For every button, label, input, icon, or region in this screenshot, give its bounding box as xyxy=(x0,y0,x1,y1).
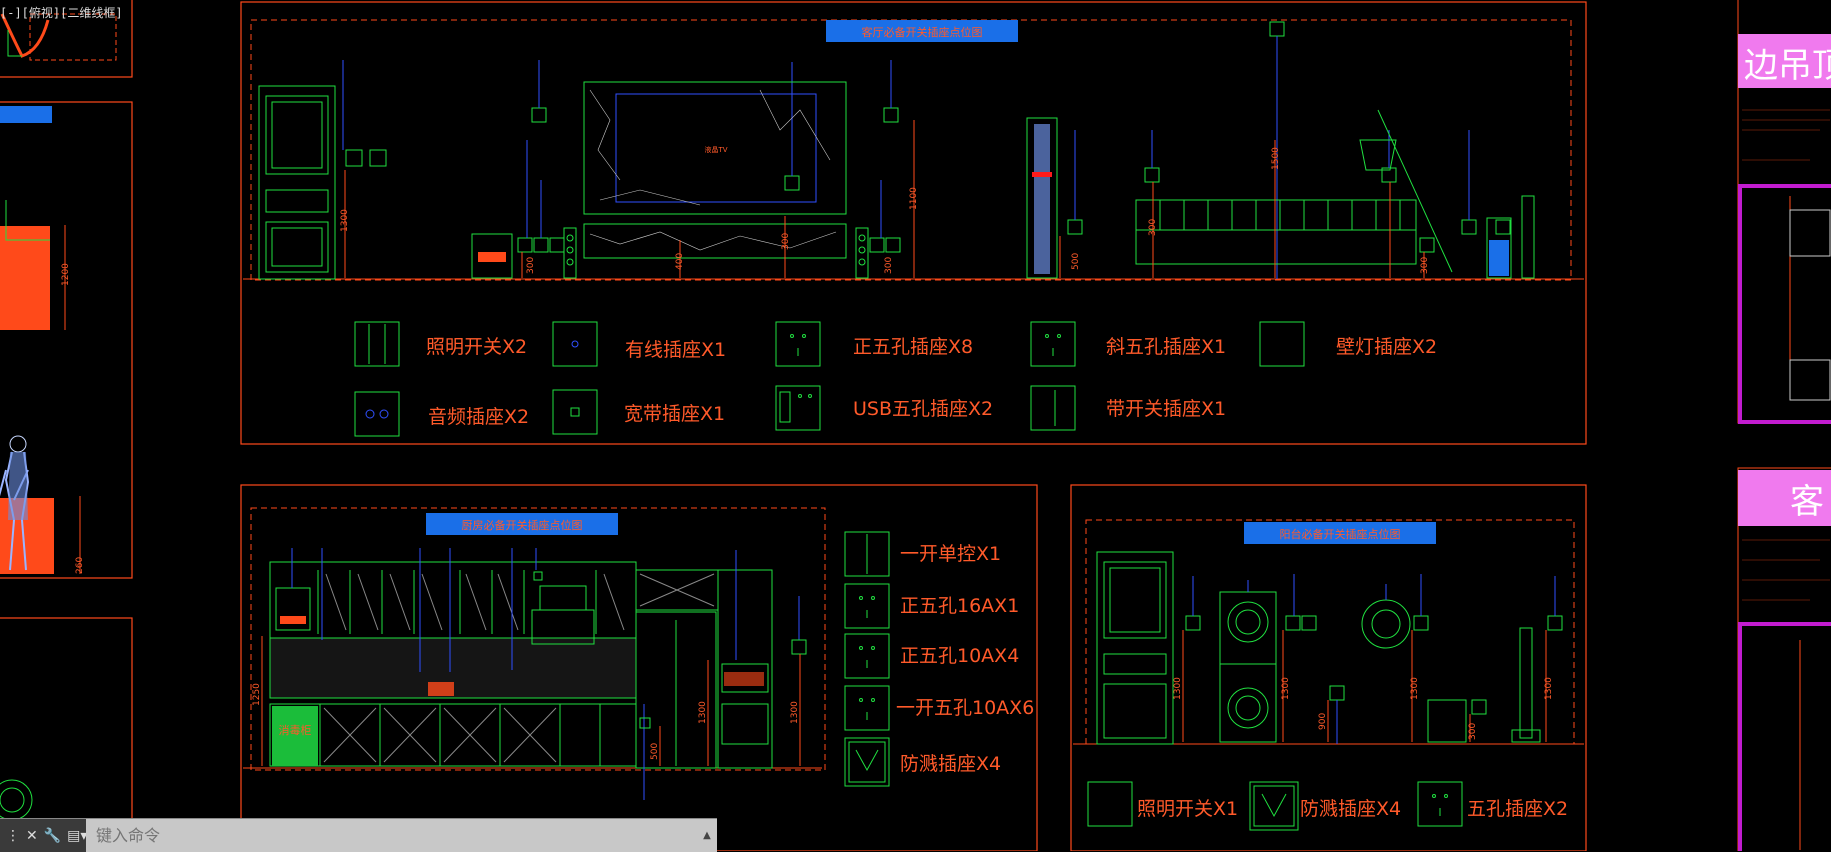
lr-legend-2: 正五孔插座X8 xyxy=(853,336,973,358)
kitchen-legend-0: 一开单控X1 xyxy=(900,543,1001,565)
balcony-panel: 阳台必备开关插座点位图 xyxy=(1070,484,1587,851)
single-switch-icon xyxy=(844,531,890,577)
usb-socket-icon xyxy=(775,385,821,431)
balcony-legend-0: 照明开关X1 xyxy=(1137,798,1238,820)
lr-legend-8: 带开关插座X1 xyxy=(1106,398,1226,420)
kitchen-legend-4: 防溅插座X4 xyxy=(900,753,1001,775)
command-history-icon[interactable]: ▤▾ xyxy=(67,827,88,844)
lr-legend-7: USB五孔插座X2 xyxy=(853,398,993,420)
balcony-dim-2: 1300 xyxy=(1281,677,1291,700)
light-switch-icon xyxy=(1087,781,1133,827)
slanted-socket-icon xyxy=(1030,321,1076,367)
command-bar: ⋮ ✕ 🔧 ▤▾ ▲ xyxy=(0,818,717,852)
door xyxy=(258,85,336,280)
double-switch-icon xyxy=(354,321,400,367)
kitchen-legend-icons xyxy=(844,531,890,787)
kitchen-title: 厨房必备开关插座点位图 xyxy=(462,518,583,532)
air-conditioner xyxy=(1026,117,1058,279)
balcony-legend-icons xyxy=(1087,781,1463,831)
kitchen-legend-2: 正五孔10AX4 xyxy=(900,645,1019,667)
lr-dim-8: 300 xyxy=(1148,219,1158,236)
lr-dim-10: 300 xyxy=(1420,257,1430,274)
kitchen-dim-2: 500 xyxy=(650,743,660,760)
balcony-legend-2: 五孔插座X2 xyxy=(1467,798,1568,820)
balcony-dim-1: 1300 xyxy=(1173,677,1183,700)
lr-dim-7: 500 xyxy=(1071,253,1081,270)
living-room-legend-icons xyxy=(354,321,1305,437)
disinfect-label: 消毒柜 xyxy=(279,723,312,737)
switched-socket-icon xyxy=(1030,385,1076,431)
lr-dim-3: 400 xyxy=(675,253,685,270)
lr-dim-9: 1500 xyxy=(1271,147,1281,170)
grip-icon[interactable]: ⋮ xyxy=(6,827,20,844)
right-panels xyxy=(1737,0,1831,851)
wrench-icon[interactable]: 🔧 xyxy=(43,827,62,844)
lr-dim-6: 300 xyxy=(884,257,894,274)
splash-socket-icon xyxy=(1249,781,1299,831)
splash-socket-icon xyxy=(844,737,890,787)
cable-socket-icon xyxy=(552,321,598,367)
lr-legend-3: 斜五孔插座X1 xyxy=(1106,336,1226,358)
kitchen-panel: 厨房必备开关插座点位图 消 xyxy=(240,484,1038,851)
lr-dim-2: 300 xyxy=(526,257,536,274)
five-hole-socket-icon xyxy=(775,321,821,367)
five-hole-socket-icon xyxy=(1417,781,1463,827)
living-room-title: 客厅必备开关插座点位图 xyxy=(862,25,983,39)
viewport-label[interactable]: [-][俯视][二维线框] xyxy=(0,6,123,20)
lr-legend-0: 照明开关X2 xyxy=(426,336,527,358)
tv-label: 液晶TV xyxy=(704,145,727,154)
lr-legend-1: 有线插座X1 xyxy=(625,339,726,361)
balcony-dim-5: 300 xyxy=(1468,723,1478,740)
socket-10a-icon xyxy=(844,633,890,679)
lr-legend-5: 音频插座X2 xyxy=(428,406,529,428)
kitchen-dim-1: 1250 xyxy=(252,683,262,706)
balcony-dim-4: 1300 xyxy=(1410,677,1420,700)
living-room-panel: 客厅必备开关插座点位图 xyxy=(240,1,1587,445)
left-dim-1200: 1200 xyxy=(61,263,71,286)
kitchen-legend-1: 正五孔16AX1 xyxy=(900,595,1019,617)
sofa xyxy=(1135,199,1417,265)
kitchen-legend-3: 一开五孔10AX6 xyxy=(896,697,1034,719)
switch-socket-10a-icon xyxy=(844,685,890,731)
left-dim-260: 260 xyxy=(75,557,85,574)
lr-dim-4: 300 xyxy=(781,233,791,250)
command-expand-icon[interactable]: ▲ xyxy=(703,830,711,841)
socket-16a-icon xyxy=(844,583,890,629)
kitchen-dim-4: 1300 xyxy=(790,701,800,724)
left-panel-content: 1200 260 xyxy=(0,13,117,821)
balcony-dim-3: 900 xyxy=(1318,713,1328,730)
audio-socket-icon xyxy=(354,391,400,437)
balcony-dim-6: 1300 xyxy=(1544,677,1554,700)
lr-legend-4: 壁灯插座X2 xyxy=(1336,336,1437,358)
kitchen-dim-3: 1300 xyxy=(698,701,708,724)
lr-legend-6: 宽带插座X1 xyxy=(624,403,725,425)
right-bottom-title: 客 xyxy=(1790,482,1824,522)
lr-dim-5: 1100 xyxy=(909,187,919,210)
right-top-title: 边吊顶 xyxy=(1744,46,1831,86)
tv-unit: 液晶TV xyxy=(583,81,847,259)
left-panels xyxy=(0,0,133,851)
lr-dim-1: 1300 xyxy=(340,209,350,232)
balcony-legend-1: 防溅插座X4 xyxy=(1300,798,1401,820)
wall-lamp-socket-icon xyxy=(1259,321,1305,367)
balcony-title: 阳台必备开关插座点位图 xyxy=(1280,527,1401,541)
broadband-socket-icon xyxy=(552,389,598,435)
command-input[interactable] xyxy=(86,820,697,851)
command-tools: ⋮ ✕ 🔧 ▤▾ xyxy=(0,819,88,852)
close-icon[interactable]: ✕ xyxy=(26,827,38,844)
